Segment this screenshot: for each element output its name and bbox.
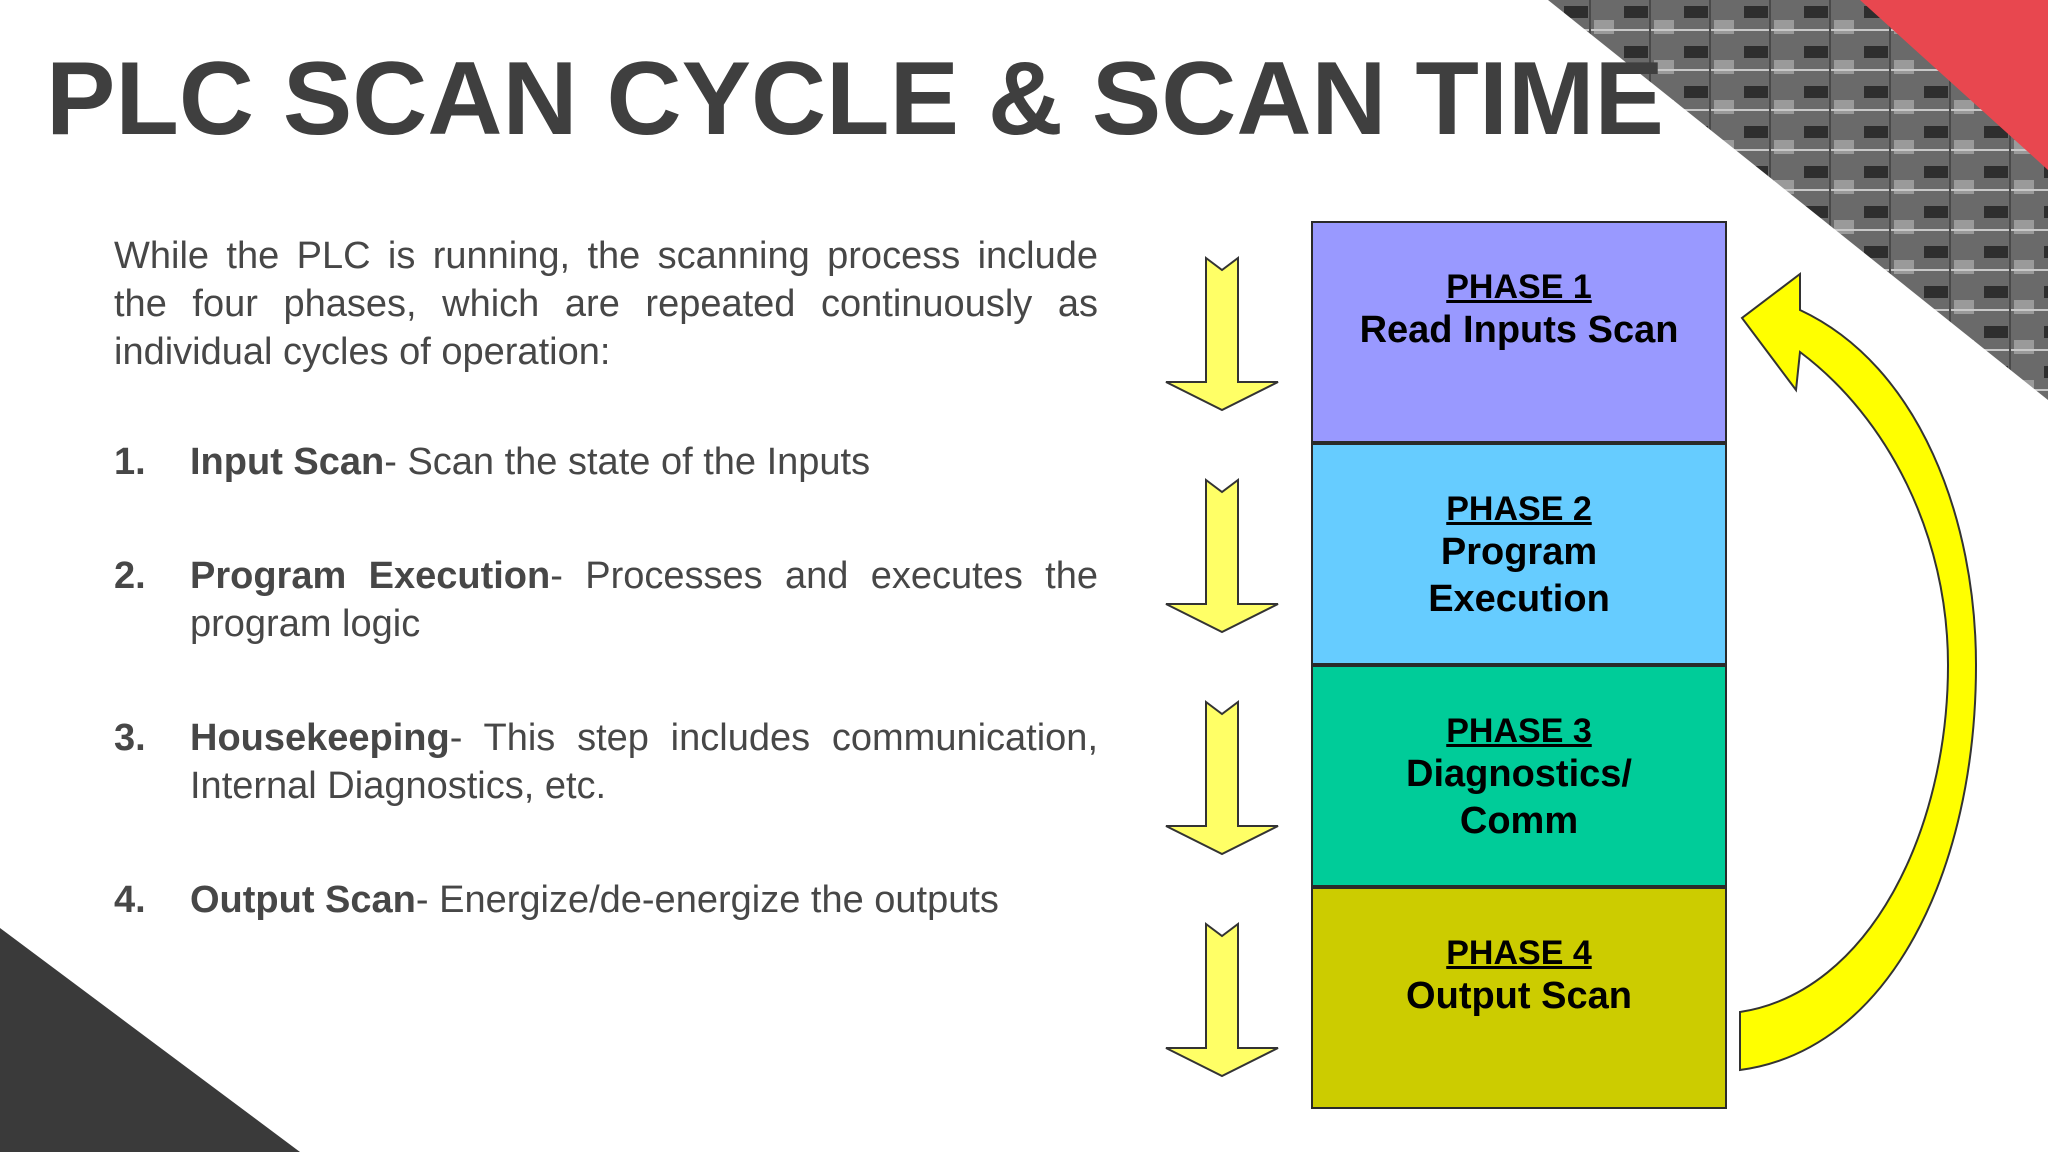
phase-box-1: PHASE 1 Read Inputs Scan (1311, 221, 1727, 443)
phase-label: PHASE 2 (1446, 490, 1592, 528)
step-description: - Scan the state of the Inputs (384, 441, 871, 483)
phase-box-2: PHASE 2 Program Execution (1311, 443, 1727, 665)
phase-name: Output Scan (1406, 975, 1632, 1017)
step-number: 3. (114, 717, 146, 759)
intro-paragraph: While the PLC is running, the scanning p… (114, 235, 1098, 373)
list-item: 1. Input Scan- Scan the state of the Inp… (114, 438, 870, 486)
list-item: 3. Housekeeping- This step includes comm… (114, 714, 1098, 810)
page-title: PLC SCAN CYCLE & SCAN TIME (46, 41, 1664, 157)
step-number: 2. (114, 555, 146, 597)
step-number: 4. (114, 879, 146, 921)
phase-label: PHASE 1 (1446, 268, 1592, 306)
down-arrow-icon (1165, 478, 1279, 634)
step-term: Input Scan (190, 441, 385, 483)
step-term: Housekeeping (190, 717, 450, 759)
phase-name: Program Execution (1428, 531, 1610, 620)
step-description: - Energize/de-energize the outputs (415, 879, 999, 921)
phase-label: PHASE 4 (1446, 934, 1592, 972)
step-number: 1. (114, 441, 146, 483)
down-arrow-icon (1165, 922, 1279, 1078)
down-arrow-icon (1165, 700, 1279, 856)
phase-box-3: PHASE 3 Diagnostics/ Comm (1311, 665, 1727, 887)
step-description: - Processes and executes the program log… (190, 555, 1098, 645)
phase-label: PHASE 3 (1446, 712, 1592, 750)
step-term: Output Scan (190, 879, 416, 921)
loop-back-arrow-icon (1739, 271, 1978, 1072)
down-arrow-icon (1165, 256, 1279, 412)
phase-box-4: PHASE 4 Output Scan (1311, 887, 1727, 1109)
list-item: 2. Program Execution- Processes and exec… (114, 552, 1098, 648)
circuit-image (1548, 0, 2048, 400)
step-description: - This step includes communication, Inte… (190, 717, 1098, 807)
phase-name: Read Inputs Scan (1359, 309, 1679, 351)
phase-name: Diagnostics/ Comm (1406, 753, 1632, 842)
red-accent-band (1860, 0, 2048, 170)
list-item: 4. Output Scan- Energize/de-energize the… (114, 876, 999, 924)
step-term: Program Execution (190, 555, 551, 597)
corner-triangle (0, 928, 300, 1152)
